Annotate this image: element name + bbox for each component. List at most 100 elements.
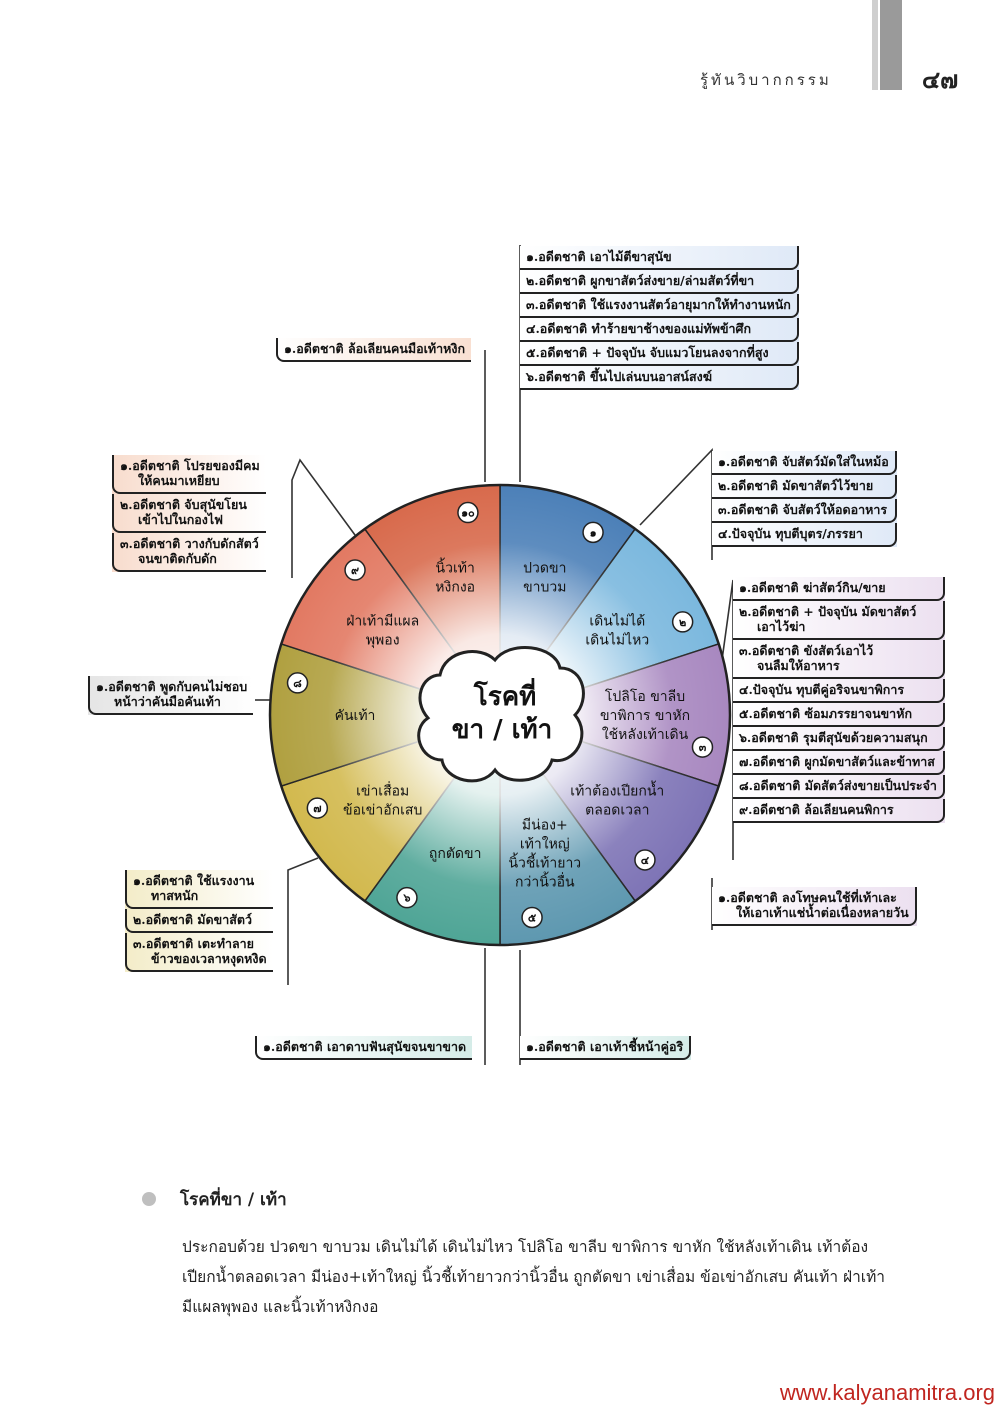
callout-s9-item: ๓.อดีตชาติ วางกับดักสัตว์จนขาติดกับดัก: [112, 533, 266, 572]
callout-s9-item: ๑.อดีตชาติ โปรยของมีคมให้คนมาเหยียบ: [112, 455, 266, 494]
callout-segment-8: ๑.อดีตชาติ พูดกับคนไม่ชอบหน้าว่าคันมือคั…: [88, 676, 254, 715]
segment-9-number-badge: [344, 559, 366, 581]
callout-text-line: ทาสหนัก: [151, 888, 199, 903]
callout-text-line: ๔.ปัจจุบัน ทุบตีบุตร/ภรรยา: [718, 526, 863, 541]
callout-s3-item: ๒.อดีตชาติ + ปัจจุบัน มัดขาสัตว์เอาไว้ฆ่…: [733, 601, 945, 640]
callout-s3-item: ๔.ปัจจุบัน ทุบตีคู่อริจนขาพิการ: [733, 679, 945, 703]
callout-s7-item: ๒.อดีตชาติ มัดขาสัตว์: [125, 909, 273, 933]
callout-s3-item: ๗.อดีตชาติ ผูกมัดขาสัตว์และข้าทาส: [733, 751, 945, 775]
segment-2-number: ๒: [679, 616, 686, 629]
callout-text-line: ๖.อดีตชาติ รุมตีสุนัขด้วยความสนุก: [739, 730, 928, 745]
callout-segment-9: ๑.อดีตชาติ โปรยของมีคมให้คนมาเหยียบ๒.อดี…: [112, 455, 266, 572]
segment-1-number-badge: [582, 521, 604, 544]
segment-2-label: เดินไม่ไหว: [585, 631, 649, 648]
callout-s1-item: ๖.อดีตชาติ ขึ้นไปเล่นบนอาสน์สงฆ์: [520, 366, 799, 390]
callout-text-line: ๓.อดีตชาติ วางกับดักสัตว์: [120, 536, 259, 551]
segment-5-label: มีน่อง+: [522, 817, 568, 833]
segment-4-label: ตลอดเวลา: [585, 803, 649, 819]
callout-s8-item: ๑.อดีตชาติ พูดกับคนไม่ชอบหน้าว่าคันมือคั…: [88, 676, 254, 715]
callout-s2-item: ๑.อดีตชาติ จับสัตว์มัดใส่ในหม้อ: [712, 451, 897, 475]
header-decoration-light: [872, 0, 878, 90]
segment-1-number: ๑: [590, 526, 597, 539]
segment-9-label: ฝ่าเท้ามีแผล: [346, 613, 419, 629]
center-title-line2: ขา / เท้า: [452, 715, 553, 745]
callout-text-line: ๑.อดีตชาติ จับสัตว์มัดใส่ในหม้อ: [718, 454, 889, 469]
callout-text-line: ๑.อดีตชาติ ลงโทษคนใช้ที่เท้าเละ: [718, 890, 897, 905]
callout-s3-item: ๓.อดีตชาติ ขังสัตว์เอาไว้จนลืมให้อาหาร: [733, 640, 945, 679]
callout-text-line: จนลืมให้อาหาร: [757, 658, 840, 673]
callout-s6-item: ๑.อดีตชาติ เอาดาบฟันสุนัขจนขาขาด: [255, 1036, 473, 1060]
callout-text-line: จนขาติดกับดัก: [138, 551, 217, 566]
callout-text-line: ๒.อดีตชาติ มัดขาสัตว์: [133, 912, 252, 927]
callout-text-line: เข้าไปในกองไฟ: [138, 512, 224, 527]
segment-8-number-badge: [286, 672, 309, 694]
segment-7-label: เข่าเสื่อม: [356, 782, 409, 800]
segment-10-number-badge: [457, 501, 479, 524]
callout-text-line: ๑.อดีตชาติ โปรยของมีคม: [120, 458, 260, 473]
segment-1-label: ขาบวม: [523, 580, 566, 596]
segment-9-number: ๙: [351, 564, 359, 577]
segment-4-label: เท้าต้องเปียกน้ำ: [570, 781, 664, 800]
segment-5-number-badge: [521, 906, 543, 929]
callout-s10-item: ๑.อดีตชาติ ล้อเลียนคนมือเท้าหงิก: [276, 338, 472, 362]
callout-segment-10: ๑.อดีตชาติ ล้อเลียนคนมือเท้าหงิก: [276, 338, 472, 362]
segment-3-number-badge: [691, 736, 714, 758]
segment-2-label: เดินไม่ได้: [589, 612, 645, 629]
callout-s1-item: ๑.อดีตชาติ เอาไม้ตีขาสุนัข: [520, 246, 799, 270]
callout-text-line: ๒.อดีตชาติ + ปัจจุบัน มัดขาสัตว์: [739, 604, 917, 619]
segment-1-label: ปวดขา: [523, 561, 566, 577]
segment-3-label: ขาพิการ ขาหัก: [600, 708, 690, 724]
segment-6-number: ๖: [402, 892, 410, 905]
callout-text-line: ๗.อดีตชาติ ผูกมัดขาสัตว์และข้าทาส: [739, 754, 935, 769]
segment-4-number-badge: [634, 849, 656, 871]
callout-s2-item: ๔.ปัจจุบัน ทุบตีบุตร/ภรรยา: [712, 523, 897, 547]
callout-segment-3: ๑.อดีตชาติ ฆ่าสัตว์กิน/ขาย๒.อดีตชาติ + ป…: [733, 577, 945, 823]
page-number: ๔๗: [922, 66, 959, 94]
segment-7-number: ๗: [313, 802, 321, 815]
callout-text-line: ๙.อดีตชาติ ล้อเลียนคนพิการ: [739, 802, 894, 817]
callout-text-line: ให้เอาเท้าแช่น้ำต่อเนื่องหลายวัน: [736, 905, 909, 920]
callout-text-line: ๑.อดีตชาติ ใช้แรงงาน: [133, 873, 255, 888]
center-cloud: [417, 646, 585, 783]
callout-s3-item: ๕.อดีตชาติ ซ้อมภรรยาจนขาหัก: [733, 703, 945, 727]
callout-text-line: เอาไว้ฆ่า: [757, 619, 806, 634]
callout-segment-5: ๑.อดีตชาติ เอาเท้าชี้หน้าคู่อริ: [520, 1036, 692, 1060]
callout-text-line: ๓.อดีตชาติ เตะทำลาย: [133, 936, 254, 951]
callout-text-line: ๔.ปัจจุบัน ทุบตีคู่อริจนขาพิการ: [739, 682, 905, 697]
callout-s5-item: ๑.อดีตชาติ เอาเท้าชี้หน้าคู่อริ: [520, 1036, 692, 1060]
callout-text-line: ๓.อดีตชาติ จับสัตว์ให้อดอาหาร: [718, 502, 888, 517]
callout-text-line: หน้าว่าคันมือคันเท้า: [114, 694, 221, 709]
segment-10-label: นิ้วเท้า: [436, 558, 475, 577]
callout-s9-item: ๒.อดีตชาติ จับสุนัขโยนเข้าไปในกองไฟ: [112, 494, 266, 533]
callout-s2-item: ๓.อดีตชาติ จับสัตว์ให้อดอาหาร: [712, 499, 897, 523]
callout-s3-item: ๘.อดีตชาติ มัดสัตว์ส่งขายเป็นประจำ: [733, 775, 945, 799]
header-decoration-bar: [880, 0, 902, 90]
segment-7-label: ข้อเข่าอักเสบ: [343, 803, 422, 819]
segment-5-label: นิ้วชี้เท้ายาว: [508, 852, 581, 871]
callout-segment-1: ๑.อดีตชาติ เอาไม้ตีขาสุนัข๒.อดีตชาติ ผูก…: [520, 246, 799, 390]
segment-2-number-badge: [671, 611, 694, 633]
callout-segment-6: ๑.อดีตชาติ เอาดาบฟันสุนัขจนขาขาด: [255, 1036, 473, 1060]
footer-url: www.kalyanamitra.org: [779, 1380, 995, 1405]
segment-6-label: ถูกตัดขา: [429, 846, 482, 862]
callout-text-line: ๘.อดีตชาติ มัดสัตว์ส่งขายเป็นประจำ: [739, 778, 937, 793]
segment-3-label: ใช้หลังเท้าเดิน: [602, 726, 689, 743]
segment-4-number: ๔: [641, 854, 650, 867]
section-title: โรคที่ขา / เท้า: [180, 1190, 287, 1210]
section-bullet: [142, 1192, 156, 1206]
segment-10-label: หงิกงอ: [435, 580, 475, 596]
callout-text-line: ๔.อดีตชาติ ทำร้ายขาช้างของแม่ทัพข้าศึก: [526, 321, 752, 336]
segment-3-label: โปลิโอ ขาลีบ: [605, 688, 685, 705]
callout-text-line: ๑.อดีตชาติ เอาเท้าชี้หน้าคู่อริ: [526, 1039, 684, 1054]
callout-text-line: ข้าวของเวลาหงุดหงิด: [151, 951, 267, 966]
callout-s1-item: ๕.อดีตชาติ + ปัจจุบัน จับแมวโยนลงจากที่ส…: [520, 342, 799, 366]
callout-text-line: ๒.อดีตชาติ มัดขาสัตว์ไว้ขาย: [718, 478, 874, 493]
segment-5-label: เท้าใหญ่: [520, 835, 570, 852]
callout-s1-item: ๔.อดีตชาติ ทำร้ายขาช้างของแม่ทัพข้าศึก: [520, 318, 799, 342]
callout-text-line: ๒.อดีตชาติ ผูกขาสัตว์ส่งขาย/ล่ามสัตว์ที่…: [526, 273, 755, 288]
section-body: ประกอบด้วย ปวดขา ขาบวม เดินไม่ได้ เดินไม…: [182, 1238, 886, 1316]
callout-s4-item: ๑.อดีตชาติ ลงโทษคนใช้ที่เท้าเละให้เอาเท้…: [712, 887, 917, 926]
segment-8-number: ๘: [293, 677, 302, 690]
segment-8-label: คันเท้า: [335, 708, 376, 724]
